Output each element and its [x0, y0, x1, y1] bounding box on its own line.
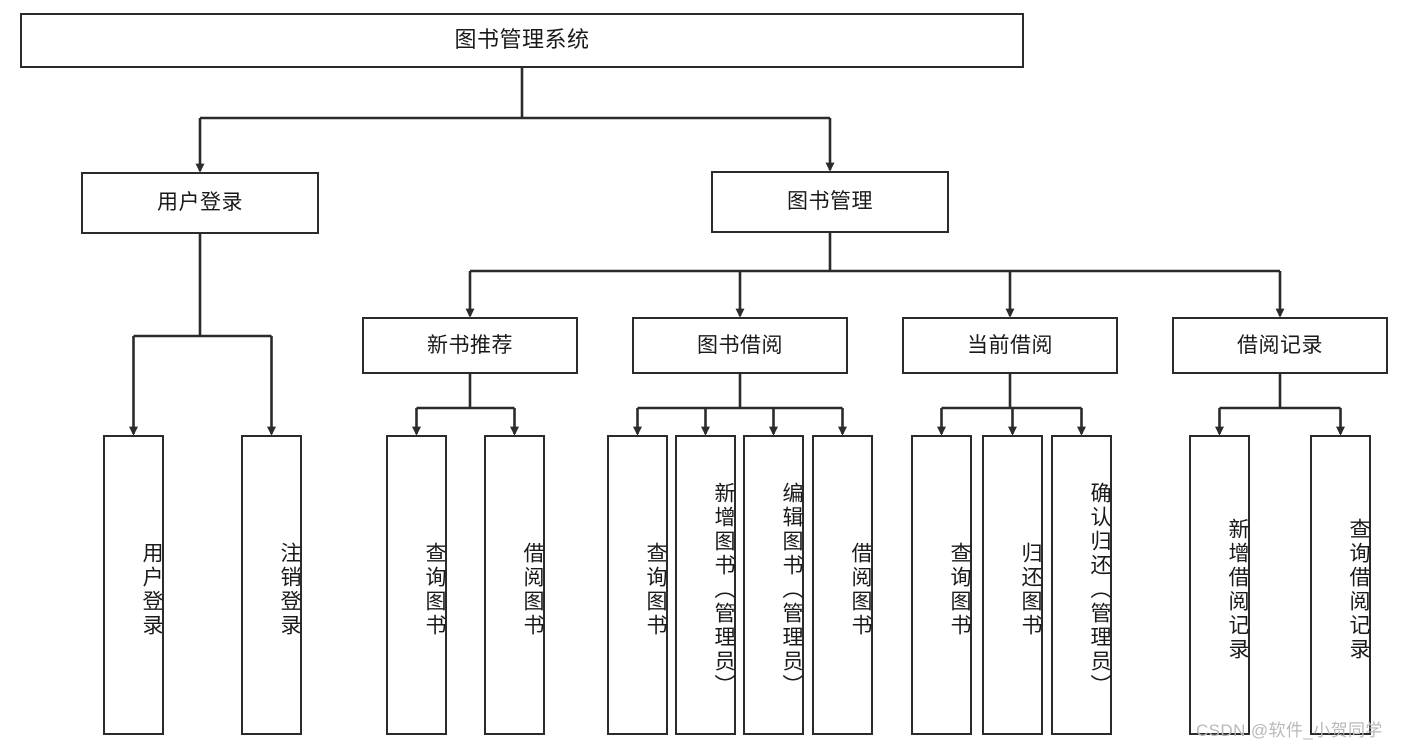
node-leaf-borrow-1[interactable]: 查询图书	[607, 435, 668, 735]
node-leaf-borrow-4[interactable]: 借阅图书	[812, 435, 873, 735]
node-leaf-current-3[interactable]: 确认归还（管理员）	[1051, 435, 1112, 735]
node-current[interactable]: 当前借阅	[902, 317, 1118, 374]
node-leaf-records-2[interactable]: 查询借阅记录	[1310, 435, 1371, 735]
node-leaf-newbook-1[interactable]: 查询图书	[386, 435, 447, 735]
node-bookmgmt[interactable]: 图书管理	[711, 171, 949, 233]
node-records[interactable]: 借阅记录	[1172, 317, 1388, 374]
node-login[interactable]: 用户登录	[81, 172, 319, 234]
node-leaf-login-2[interactable]: 注销登录	[241, 435, 302, 735]
node-leaf-login-1[interactable]: 用户登录	[103, 435, 164, 735]
node-leaf-records-1[interactable]: 新增借阅记录	[1189, 435, 1250, 735]
node-borrow[interactable]: 图书借阅	[632, 317, 848, 374]
edge-group	[129, 68, 1345, 436]
node-leaf-newbook-2[interactable]: 借阅图书	[484, 435, 545, 735]
node-leaf-current-1[interactable]: 查询图书	[911, 435, 972, 735]
node-leaf-current-2[interactable]: 归还图书	[982, 435, 1043, 735]
node-newbook[interactable]: 新书推荐	[362, 317, 578, 374]
node-leaf-borrow-3[interactable]: 编辑图书（管理员）	[743, 435, 804, 735]
node-root[interactable]: 图书管理系统	[20, 13, 1024, 68]
node-leaf-borrow-2[interactable]: 新增图书（管理员）	[675, 435, 736, 735]
